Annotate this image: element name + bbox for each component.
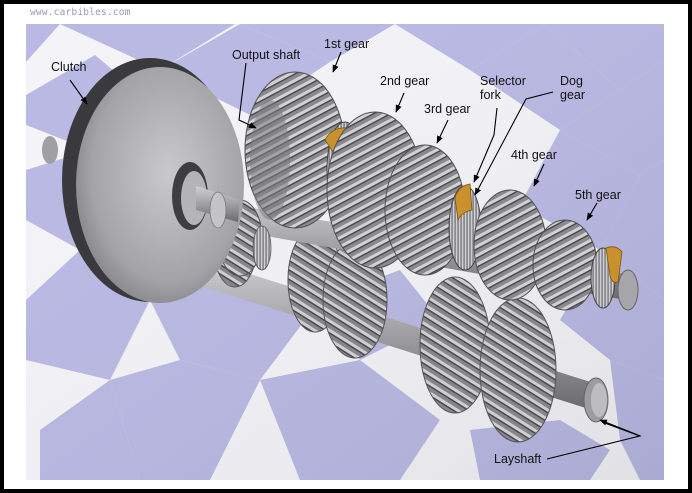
synchro-5 bbox=[590, 246, 623, 309]
label-5th-gear: 5th gear bbox=[575, 188, 621, 202]
label-clutch: Clutch bbox=[51, 60, 87, 74]
label-layshaft: Layshaft bbox=[494, 452, 542, 466]
arrow-5th-gear bbox=[586, 202, 598, 221]
arrow-2nd-gear bbox=[395, 92, 405, 113]
arrow-clutch bbox=[69, 79, 88, 105]
watermark: www.carbibles.com bbox=[30, 7, 131, 18]
gear-1 bbox=[244, 71, 346, 229]
checkerboard-floor bbox=[26, 24, 664, 480]
diagram-canvas: www.carbibles.com Clutch Output shaft 1s… bbox=[4, 4, 688, 489]
gearbox-render bbox=[26, 24, 664, 480]
arrow-output-shaft bbox=[238, 62, 257, 129]
label-2nd-gear: 2nd gear bbox=[380, 74, 430, 88]
label-dog-gear: Dog gear bbox=[560, 74, 585, 102]
selector-fork-2 bbox=[454, 183, 473, 222]
label-selector-fork-line1: Selector bbox=[480, 74, 526, 88]
selector-fork-3 bbox=[605, 246, 623, 283]
arrow-1st-gear bbox=[332, 51, 342, 73]
arrow-selector-fork bbox=[473, 107, 498, 183]
label-dog-gear-line2: gear bbox=[560, 88, 586, 102]
label-3rd-gear: 3rd gear bbox=[424, 102, 471, 116]
label-selector-fork-line2: fork bbox=[480, 88, 501, 102]
arrow-4th-gear bbox=[533, 163, 545, 187]
label-dog-gear-line1: Dog bbox=[560, 74, 583, 88]
clutch bbox=[42, 58, 244, 303]
gear-5 bbox=[532, 219, 598, 311]
arrow-dog-gear bbox=[474, 91, 554, 196]
label-selector-fork: Selector fork bbox=[480, 74, 526, 102]
label-1st-gear: 1st gear bbox=[324, 37, 370, 51]
label-4th-gear: 4th gear bbox=[511, 148, 557, 162]
synchro-3-4 bbox=[448, 183, 482, 271]
label-output-shaft: Output shaft bbox=[232, 48, 301, 62]
callout-arrows bbox=[69, 51, 642, 460]
arrow-3rd-gear bbox=[436, 119, 449, 144]
